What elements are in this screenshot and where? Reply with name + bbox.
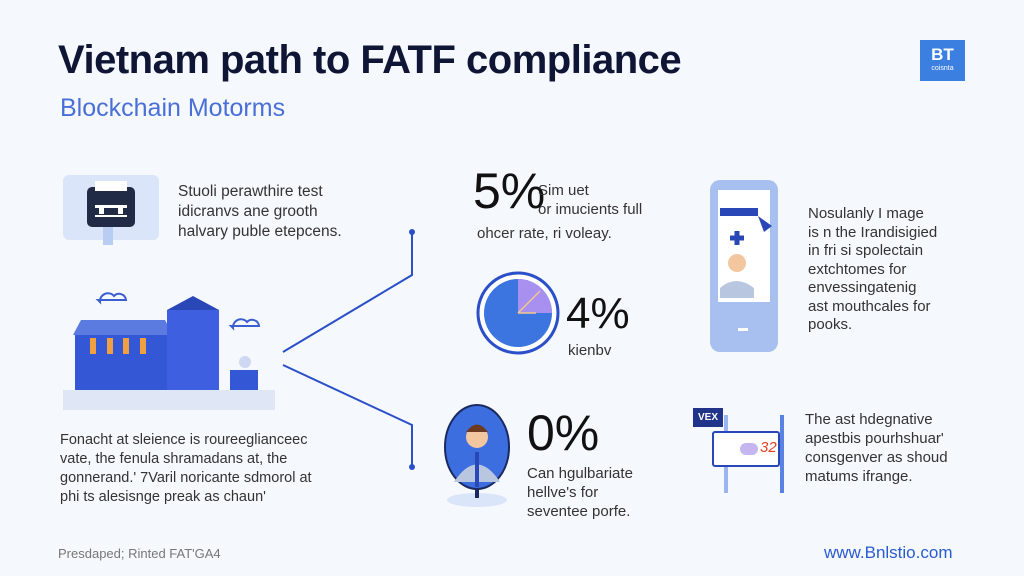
text-line: The ast hdegnative: [805, 411, 933, 428]
text-line: Can hgulbariate: [527, 465, 633, 482]
text-line: seventee porfe.: [527, 503, 631, 520]
text-line: apestbis pourhshuar': [805, 430, 944, 447]
stat-text: Sim uet or imucients full: [538, 181, 642, 219]
text-line: in fri si spolectain: [808, 242, 924, 259]
text-line: pooks.: [808, 316, 853, 333]
left-bottom-text: Fonacht at sleience is roureeglianceec va…: [60, 431, 312, 507]
stat-value: 0%: [527, 405, 600, 461]
text-line: is n the Irandisigied: [808, 223, 938, 241]
text-line: Nosulanly I mage: [808, 205, 924, 222]
page-subtitle: Blockchain Motorms: [60, 94, 286, 122]
phone-icon: [710, 180, 778, 352]
text-line: Fonacht at sleience is roureeglianceec: [60, 432, 308, 448]
stat-text: kienbv: [568, 342, 612, 359]
footer-note: Presdaped; Rinted FAT'GA4: [58, 546, 221, 561]
monitor-icon: VEX 32: [690, 405, 795, 495]
logo-subtext: coisnta: [931, 65, 954, 72]
text-line: halvary puble etepcens.: [178, 223, 342, 240]
text-line: extchtomes for: [808, 260, 907, 278]
left-top-text: Stuoli perawthire test idicranvs ane groo…: [178, 182, 342, 242]
text-line: envessingatenig: [808, 279, 917, 296]
text-line: ast mouthcales for: [808, 297, 931, 315]
text-line: hellve's for: [527, 484, 599, 501]
text-line: consgenver as shoud: [805, 449, 948, 466]
text-line: matums ifrange.: [805, 468, 913, 485]
pie-chart-icon: [476, 271, 560, 355]
badge-number: 32: [760, 439, 777, 456]
city-illustration: [63, 292, 275, 410]
exchange-icon: [63, 175, 159, 245]
text-line: gonnerand.' 7Varil noricante sdmorol at: [60, 470, 312, 486]
text-line: or imucients full: [538, 201, 643, 218]
text-line: ohcer rate, ri voleay.: [477, 225, 612, 242]
stat-value: 5%: [473, 163, 546, 219]
stat-value: 4%: [566, 289, 630, 338]
badge-label: VEX: [693, 408, 724, 427]
footer-url-link[interactable]: www.Bnlstio.com: [824, 543, 953, 562]
text-line: Sim uet: [538, 182, 589, 199]
text-line: phi ts alesisnge preak as chaun': [60, 489, 266, 505]
stat-text: Can hgulbariate hellve's for seventee porf…: [527, 464, 633, 521]
text-line: Stuoli perawthire test: [178, 183, 323, 200]
logo-text: BT: [931, 45, 954, 64]
text-line: idicranvs ane grooth: [178, 203, 318, 220]
person-icon: [444, 404, 510, 507]
page-title: Vietnam path to FATF compliance: [58, 38, 682, 82]
text-line: vate, the fenula shramadans at, the: [60, 451, 288, 467]
right-bottom-text: The ast hdegnative apestbis pourhshuar' co…: [805, 410, 948, 486]
